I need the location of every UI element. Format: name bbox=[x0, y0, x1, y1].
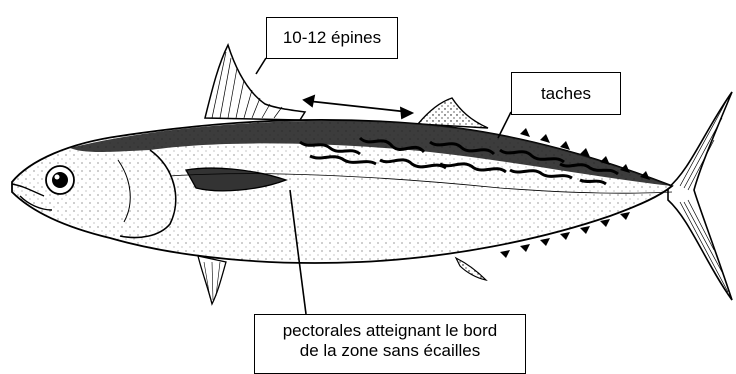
eye bbox=[46, 166, 74, 194]
length-arrow bbox=[304, 96, 412, 118]
caudal-fin bbox=[668, 92, 732, 300]
label-pectoral-line1: pectorales atteignant le bord bbox=[255, 321, 525, 341]
label-spots: taches bbox=[511, 72, 621, 115]
anal-fin bbox=[456, 258, 486, 280]
label-pectoral: pectorales atteignant le bord de la zone… bbox=[254, 314, 526, 374]
second-dorsal-fin bbox=[418, 98, 488, 128]
spines-pointer bbox=[256, 58, 266, 74]
label-spines: 10-12 épines bbox=[266, 17, 398, 59]
spots-pointer bbox=[498, 112, 511, 138]
label-pectoral-line2: de la zone sans écailles bbox=[255, 341, 525, 361]
